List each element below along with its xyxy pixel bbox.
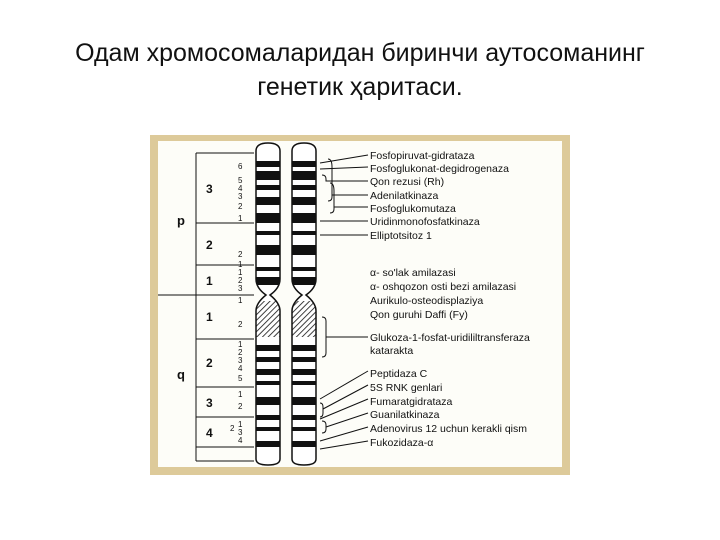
band-number: 1	[238, 260, 243, 269]
region-p3-label: 3	[206, 182, 213, 196]
band-number: 2	[238, 348, 243, 357]
gene-label: Elliptotsitoz 1	[370, 230, 432, 242]
band-number: 2	[238, 202, 243, 211]
region-q3-label: 3	[206, 396, 213, 410]
region-p1-label: 1	[206, 274, 213, 288]
band-number: 2	[238, 402, 243, 411]
gene-label: α- oshqozon osti bezi amilazasi	[370, 281, 516, 293]
gene-label: Fosfopiruvat-gidrataza	[370, 150, 475, 162]
gene-label: Peptidaza C	[370, 368, 428, 380]
band-number: 1	[238, 420, 243, 429]
gene-labels: Fosfopiruvat-gidrataza Fosfoglukonat-deg…	[370, 150, 530, 449]
region-q2-label: 2	[206, 356, 213, 370]
slide-title-line-2: генетик ҳаритаси.	[257, 73, 463, 101]
gene-label: Fukozidaza-α	[370, 437, 433, 449]
band-number: 1	[238, 296, 243, 305]
band-number: 4	[238, 184, 243, 193]
band-number: 3	[238, 356, 243, 365]
gene-label: Fosfoglukomutaza	[370, 203, 456, 215]
gene-label: α- so'lak amilazasi	[370, 267, 456, 279]
gene-label: Qon rezusi (Rh)	[370, 176, 444, 188]
chromatid-right	[291, 142, 317, 466]
band-number: 3	[238, 428, 243, 437]
region-q4-label: 4	[206, 426, 213, 440]
slide-title: Одам хромосомаларидан биринчи аутосомани…	[40, 36, 680, 104]
gene-label: Fumaratgidrataza	[370, 396, 452, 408]
gene-label: 5S RNK genlari	[370, 382, 442, 394]
band-number: 4	[238, 436, 243, 445]
gene-label: Adenovirus 12 uchun kerakli qism	[370, 423, 527, 435]
band-number: 2	[238, 320, 243, 329]
chromosome-diagram: p q 3 2 1 1 2 3 4 6 5 4 3 2 1 2 1 1 2 3	[158, 142, 530, 466]
band-number: 1	[238, 390, 243, 399]
gene-label: Qon guruhi Daffi (Fy)	[370, 309, 468, 321]
band-number: 1	[238, 268, 243, 277]
gene-leader-lines	[319, 154, 369, 450]
arm-q-label: q	[177, 367, 185, 382]
gene-label: Adenilatkinaza	[370, 190, 438, 202]
slide-title-line-1: Одам хромосомаларидан биринчи аутосомани…	[75, 39, 645, 67]
band-number: 3	[238, 192, 243, 201]
band-number: 1	[238, 340, 243, 349]
band-number: 3	[238, 284, 243, 293]
band-number: 5	[238, 176, 243, 185]
band-scale-table	[158, 152, 254, 462]
band-number: 2	[238, 250, 243, 259]
chromatid-left	[255, 142, 281, 466]
region-q1-label: 1	[206, 310, 213, 324]
band-number: 2	[238, 276, 243, 285]
gene-label: Aurikulo-osteodisplaziya	[370, 295, 483, 307]
gene-label: katarakta	[370, 345, 413, 357]
gene-label: Guanilatkinaza	[370, 409, 440, 421]
gene-label: Fosfoglukonat-degidrogenaza	[370, 163, 509, 175]
band-numbers: 6 5 4 3 2 1 2 1 1 2 3 1 2 1 2 3 4 5 1 2	[230, 162, 243, 445]
figure-panel: p q 3 2 1 1 2 3 4 6 5 4 3 2 1 2 1 1 2 3	[158, 141, 562, 467]
band-number: 5	[238, 374, 243, 383]
region-p2-label: 2	[206, 238, 213, 252]
chromosome-map-figure: p q 3 2 1 1 2 3 4 6 5 4 3 2 1 2 1 1 2 3	[150, 135, 570, 475]
band-number: 1	[238, 214, 243, 223]
band-number: 4	[238, 364, 243, 373]
gene-label: Glukoza-1-fosfat-uridililtransferaza	[370, 332, 530, 344]
band-number: 6	[238, 162, 243, 171]
gene-label: Uridinmonofosfatkinaza	[370, 216, 480, 228]
band-number: 2	[230, 424, 235, 433]
arm-p-label: p	[177, 213, 185, 228]
